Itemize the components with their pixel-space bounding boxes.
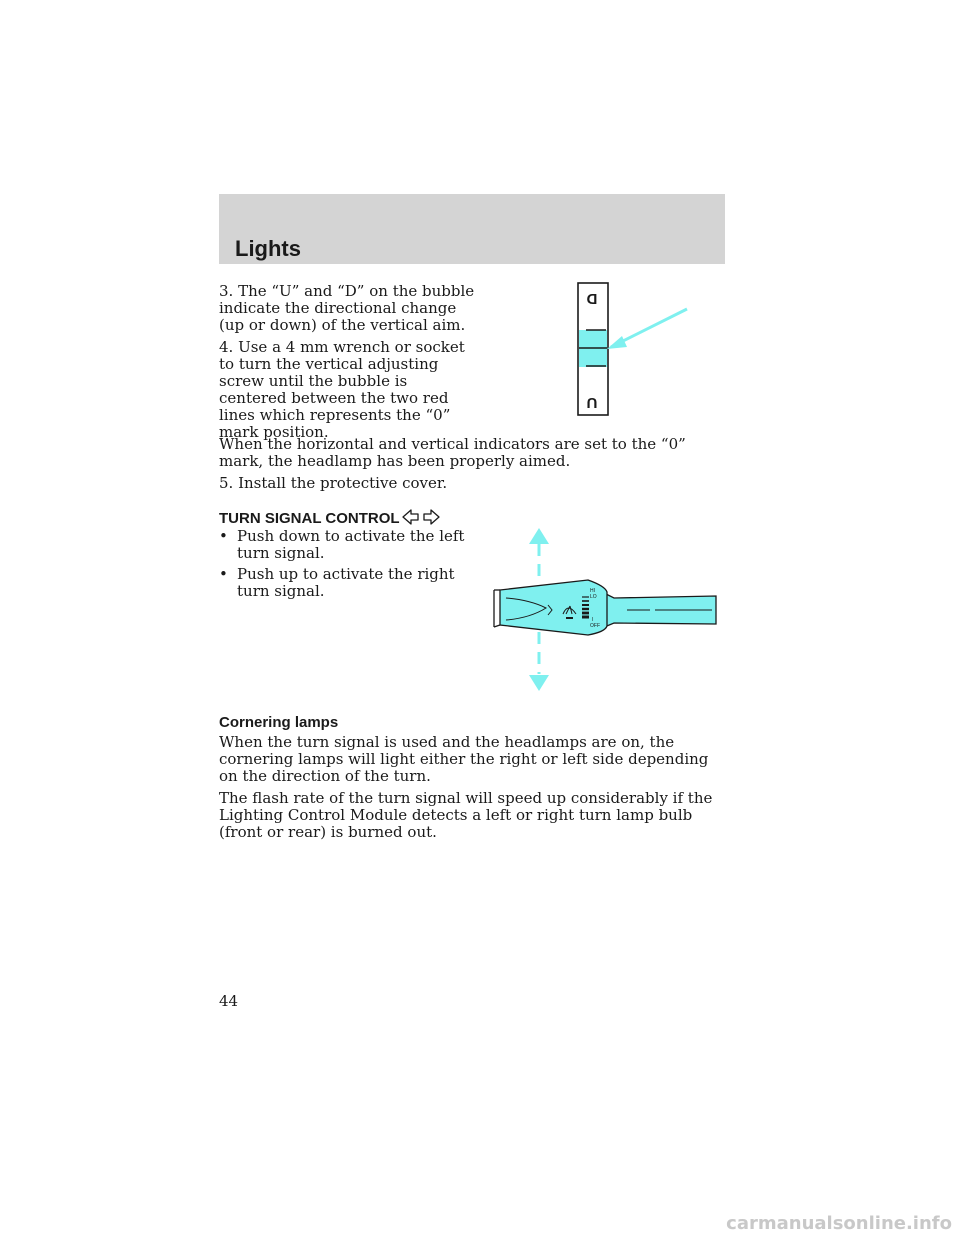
list-item: • Push down to activate the left turn si… [219, 528, 489, 568]
paragraph-step-4: 4. Use a 4 mm wrench or socket to turn t… [219, 338, 465, 441]
watermark: carmanualsonline.info [726, 1213, 952, 1234]
stalk-label-lo: LO [590, 594, 597, 600]
stalk-label-off: OFF [590, 623, 600, 629]
cornering-heading: Cornering lamps [219, 714, 339, 731]
wiper-icon [562, 605, 577, 615]
turn-arrows-icon [401, 509, 440, 525]
section-title: Lights [235, 236, 301, 261]
bullet-text: Push down to activate the left turn sign… [237, 527, 465, 562]
paragraph-step-3: 3. The “U” and “D” on the bubble indicat… [219, 282, 475, 334]
list-item: • Push up to activate the right turn sig… [219, 566, 489, 606]
turn-signal-stalk-illustration: HI LO I OFF [493, 528, 717, 691]
page-number: 44 [219, 992, 239, 1010]
bubble-gauge-illustration: D U [577, 282, 688, 416]
turn-signal-heading-label: TURN SIGNAL CONTROL [219, 510, 400, 527]
gauge-pointer-arrow [607, 336, 627, 349]
down-arrow [529, 675, 549, 691]
bullet-text: Push up to activate the right turn signa… [237, 565, 455, 600]
paragraph-cornering-2: The flash rate of the turn signal will s… [219, 789, 713, 841]
paragraph-step-5: 5. Install the protective cover. [219, 474, 448, 492]
header-band [219, 194, 725, 264]
bullet-dot: • [219, 565, 228, 583]
gauge-letter-u: U [587, 394, 598, 411]
gauge-letter-d: D [586, 290, 597, 307]
paragraph-aimed: When the horizontal and vertical indicat… [219, 435, 686, 470]
paragraph-cornering-1: When the turn signal is used and the hea… [219, 733, 709, 785]
stalk-label-hi: HI [590, 588, 595, 594]
bullet-dot: • [219, 527, 228, 545]
stalk-label-i: I [592, 617, 593, 623]
up-arrow [529, 528, 549, 544]
stalk-head [499, 579, 608, 636]
turn-signal-heading: TURN SIGNAL CONTROL [219, 509, 440, 527]
